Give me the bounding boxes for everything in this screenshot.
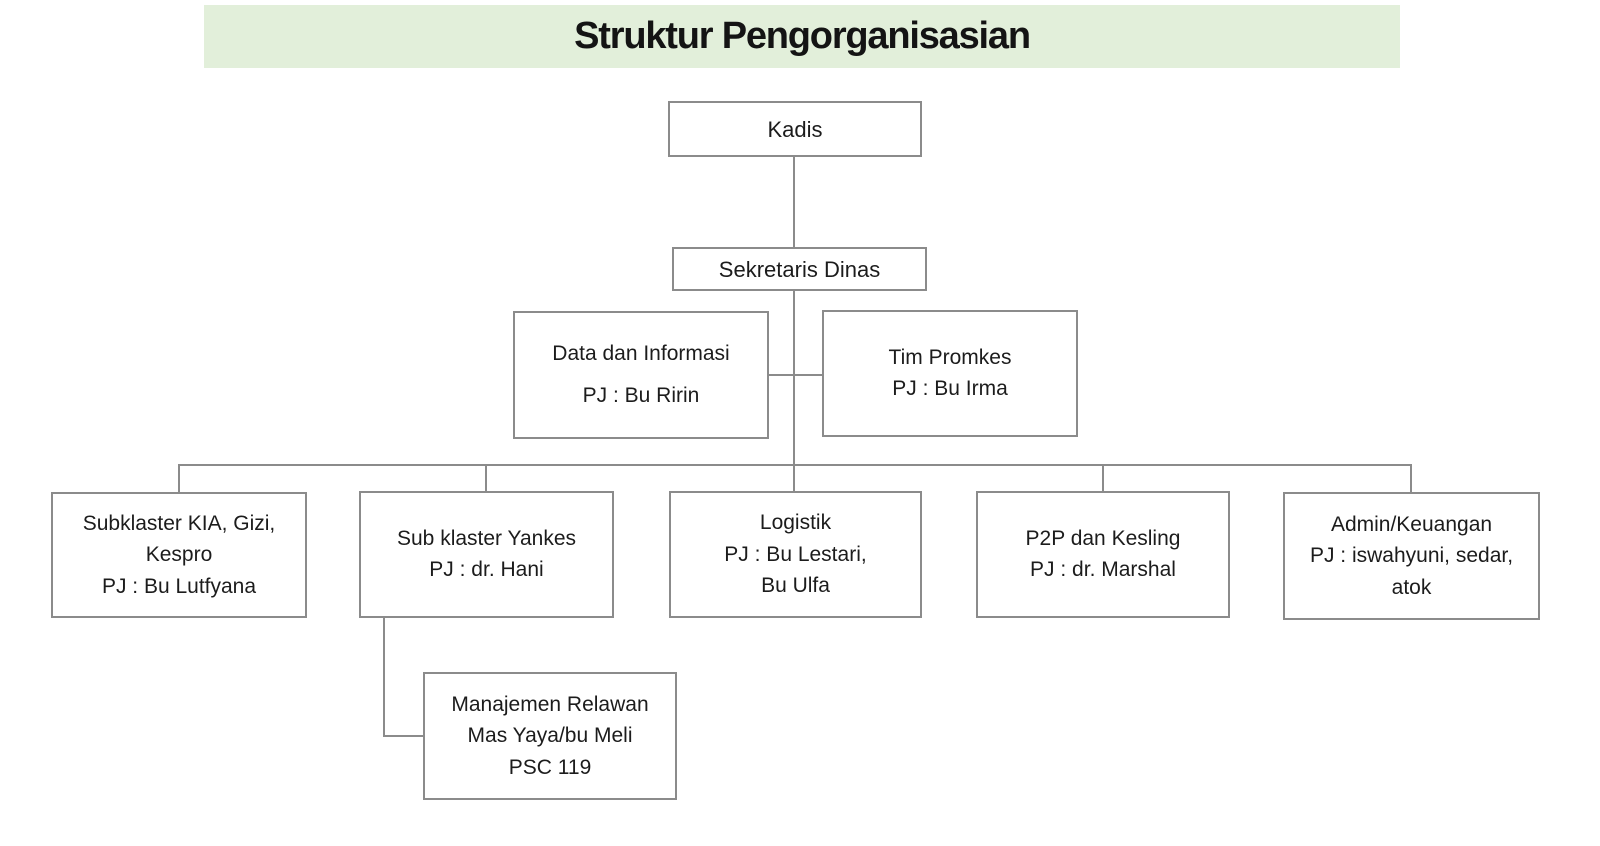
node-text-line: PJ : Bu Lutfyana xyxy=(101,574,257,598)
connector-elbow-vertical xyxy=(383,618,385,737)
node-text-line: PJ : iswahyuni, sedar, xyxy=(1309,544,1514,568)
connector-drop-p2p xyxy=(1102,464,1104,491)
title-banner: Struktur Pengorganisasian xyxy=(204,5,1400,68)
node-text-line: PJ : dr. Hani xyxy=(429,557,544,581)
node-text-line: P2P dan Kesling xyxy=(1025,527,1181,551)
node-text-line: Mas Yaya/bu Meli xyxy=(467,724,633,748)
node-subklaster-yankes: Sub klaster Yankes PJ : dr. Hani xyxy=(359,491,614,618)
node-kadis: Kadis xyxy=(668,101,922,157)
connector-promkes-branch xyxy=(793,374,822,376)
node-text-line: Sub klaster Yankes xyxy=(397,527,576,551)
node-text-line: Kespro xyxy=(145,543,213,567)
connector-drop-admin xyxy=(1410,464,1412,492)
node-text-line: Data dan Informasi xyxy=(552,341,730,365)
node-text-line: Sekretaris Dinas xyxy=(718,256,881,282)
node-text-line: Logistik xyxy=(759,511,832,535)
node-tim-promkes: Tim Promkes PJ : Bu Irma xyxy=(822,310,1078,437)
node-text-line: PJ : dr. Marshal xyxy=(1030,557,1176,581)
connector-elbow-horizontal xyxy=(383,735,423,737)
node-text-line: Subklaster KIA, Gizi, xyxy=(82,511,276,535)
node-text-line: Tim Promkes xyxy=(888,346,1012,370)
node-text-line: PJ : Bu Lestari, xyxy=(724,542,867,566)
node-p2p-kesling: P2P dan Kesling PJ : dr. Marshal xyxy=(976,491,1230,618)
node-subklaster-kia: Subklaster KIA, Gizi, Kespro PJ : Bu Lut… xyxy=(51,492,307,618)
node-text-line: Admin/Keuangan xyxy=(1330,512,1493,536)
connector-drop-yankes xyxy=(485,464,487,491)
connector-data-branch xyxy=(769,374,795,376)
node-data-informasi: Data dan Informasi PJ : Bu Ririn xyxy=(513,311,769,439)
node-text-line: atok xyxy=(1391,575,1432,599)
node-text-line: Bu Ulfa xyxy=(761,574,830,598)
page-title: Struktur Pengorganisasian xyxy=(574,15,1031,57)
connector-horizontal-rail xyxy=(178,464,1412,466)
connector-kadis-sekretaris xyxy=(793,157,795,247)
node-text-line: Kadis xyxy=(767,116,823,142)
node-logistik: Logistik PJ : Bu Lestari, Bu Ulfa xyxy=(669,491,922,618)
connector-drop-subklaster-kia xyxy=(178,464,180,492)
node-text-line: PSC 119 xyxy=(508,755,592,779)
node-text-line: PJ : Bu Irma xyxy=(892,376,1008,400)
node-manajemen-relawan: Manajemen Relawan Mas Yaya/bu Meli PSC 1… xyxy=(423,672,677,800)
node-text-line: Manajemen Relawan xyxy=(451,692,649,716)
node-admin-keuangan: Admin/Keuangan PJ : iswahyuni, sedar, at… xyxy=(1283,492,1540,620)
node-sekretaris-dinas: Sekretaris Dinas xyxy=(672,247,927,291)
connector-trunk-vertical xyxy=(793,291,795,491)
node-text-line: PJ : Bu Ririn xyxy=(582,384,700,407)
